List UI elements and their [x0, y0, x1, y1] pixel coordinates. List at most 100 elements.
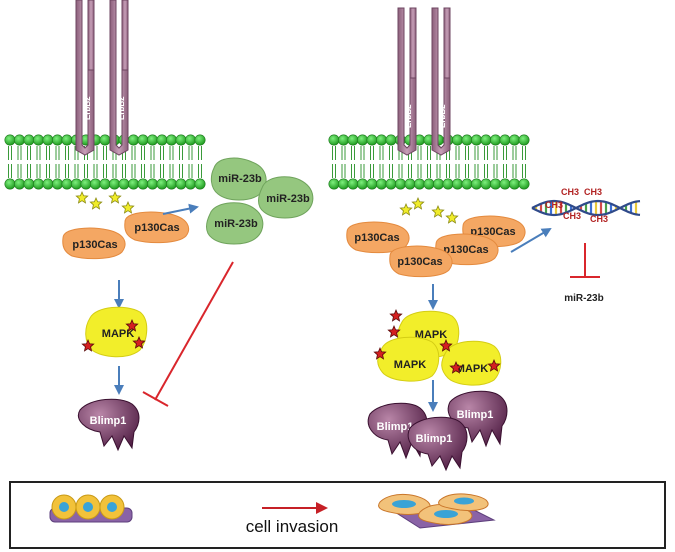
lipid-head — [461, 134, 473, 146]
lipid-head — [61, 134, 73, 146]
blimp1-protein: Blimp1 — [407, 416, 468, 472]
inhibition-bar — [142, 391, 169, 407]
lipid-head — [118, 178, 130, 190]
lipid-head — [51, 134, 63, 146]
lipid-head — [137, 178, 149, 190]
methyl-label: CH3 — [590, 214, 608, 224]
lipid-head — [356, 134, 368, 146]
lipid-head — [356, 178, 368, 190]
p130cas-label: p130Cas — [72, 239, 117, 251]
non-invasive-cells-icon — [49, 494, 133, 523]
erbb2-receptor: ErbB2 — [75, 0, 95, 156]
mirna-blob: miR-23b — [258, 176, 314, 219]
mirna-label: miR-23b — [218, 173, 262, 185]
lipid-head — [147, 134, 159, 146]
mapk-protein: MAPK — [85, 306, 148, 358]
mirna-label: miR-23b — [214, 218, 258, 230]
lipid-head — [71, 178, 83, 190]
activation-arrow — [162, 203, 199, 215]
lipid-head — [4, 134, 16, 146]
phospho-star-icon — [431, 204, 445, 218]
lipid-head — [185, 178, 197, 190]
lipid-head — [156, 134, 168, 146]
blimp1-label: Blimp1 — [416, 433, 453, 445]
lipid-head — [128, 134, 140, 146]
lipid-head — [518, 134, 530, 146]
lipid-head — [61, 178, 73, 190]
mirna-blob: miR-23b — [210, 157, 267, 201]
erbb2-label: ErbB2 — [438, 104, 447, 128]
lipid-head — [337, 134, 349, 146]
lipid-head — [90, 178, 102, 190]
phospho-star-icon — [75, 190, 89, 204]
lipid-head — [194, 178, 206, 190]
lipid-head — [347, 134, 359, 146]
lipid-head — [99, 178, 111, 190]
blimp1-protein: Blimp1 — [78, 398, 140, 452]
phospho-star-icon — [399, 202, 413, 216]
invasive-cells-icon — [378, 493, 496, 529]
lipid-head — [166, 178, 178, 190]
lipid-head — [175, 134, 187, 146]
lipid-head — [166, 134, 178, 146]
lipid-head — [518, 178, 530, 190]
methyl-label: CH3 — [545, 200, 563, 210]
mapk-protein: MAPK — [377, 336, 440, 382]
mapk-label: MAPK — [456, 363, 488, 375]
lipid-head — [347, 178, 359, 190]
methyl-label: CH3 — [584, 187, 602, 197]
lipid-head — [14, 178, 25, 190]
lipid-head — [14, 134, 25, 146]
lipid-head — [32, 134, 44, 146]
lipid-head — [480, 178, 492, 190]
mapk-protein: MAPK — [441, 340, 502, 386]
lipid-head — [404, 178, 416, 190]
mirna-blob: miR-23b — [206, 202, 264, 245]
phospho-star-icon — [411, 196, 425, 210]
lipid-head — [328, 134, 340, 146]
erbb2-receptor: ErbB2 — [431, 7, 451, 156]
phospho-star-icon — [125, 318, 139, 332]
lipid-head — [23, 134, 35, 146]
phospho-star-icon — [89, 196, 103, 210]
blimp1-label: Blimp1 — [377, 421, 414, 433]
p130cas-label: p130Cas — [470, 226, 515, 238]
lipid-head — [175, 178, 187, 190]
mirna-label: miR-23b — [266, 193, 310, 205]
lipid-head — [194, 134, 206, 146]
phospho-star-icon — [389, 308, 403, 322]
mapk-label: MAPK — [394, 359, 426, 371]
lipid-head — [480, 134, 492, 146]
lipid-head — [385, 178, 397, 190]
phospho-star-icon — [487, 358, 501, 372]
phospho-star-icon — [121, 200, 135, 214]
p130cas-protein: p130Cas — [435, 233, 499, 266]
p130cas-protein: p130Cas — [346, 221, 410, 254]
lipid-head — [375, 134, 387, 146]
invasion-label: cell invasion — [246, 517, 339, 536]
lipid-head — [432, 178, 444, 190]
phospho-star-icon — [81, 338, 95, 352]
phospho-star-icon — [449, 360, 463, 374]
lipid-head — [328, 178, 340, 190]
phospho-star-icon — [439, 338, 453, 352]
lipid-head — [42, 134, 54, 146]
lipid-head — [413, 178, 425, 190]
mapk-label: MAPK — [102, 328, 134, 340]
erbb2-receptor: ErbB2 — [109, 0, 129, 156]
methyl-label: CH3 — [561, 187, 579, 197]
lipid-head — [461, 178, 473, 190]
lipid-head — [470, 134, 482, 146]
p130cas-label: p130Cas — [354, 232, 399, 244]
lipid-head — [499, 134, 511, 146]
lipid-head — [366, 178, 378, 190]
lipid-head — [489, 134, 501, 146]
erbb2-label: ErbB2 — [404, 104, 413, 128]
lipid-head — [470, 178, 482, 190]
lipid-head — [385, 134, 397, 146]
lipid-head — [4, 178, 16, 190]
methyl-label: CH3 — [563, 211, 581, 221]
lipid-head — [489, 178, 501, 190]
lipid-head — [128, 178, 140, 190]
lipid-head — [23, 178, 35, 190]
